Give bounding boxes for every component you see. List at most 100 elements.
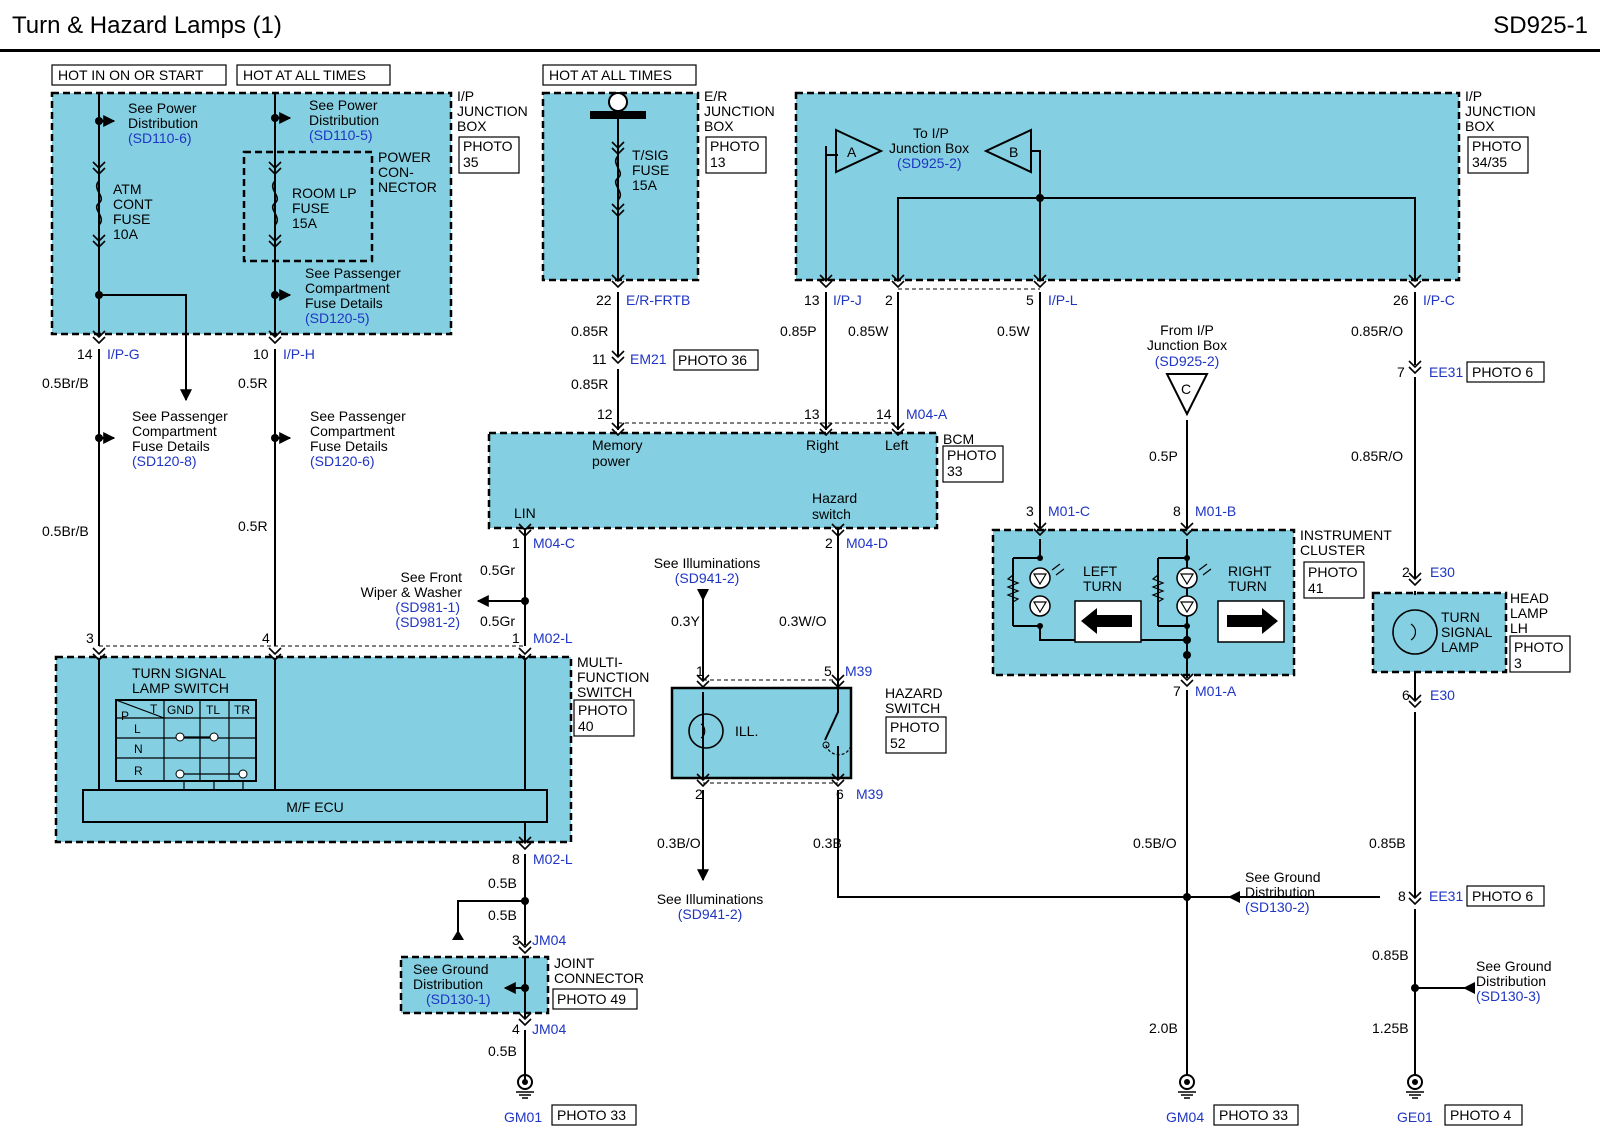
ic-name: CLUSTER [1300,542,1365,558]
gnd-ref-link[interactable]: (SD130-2) [1245,899,1310,915]
pin-label: 1 [512,535,520,551]
wire-label: 0.3B [813,835,842,851]
connector-label: M01-C [1048,503,1090,519]
pin-label: 10 [253,346,269,362]
wire-label: 0.5Gr [480,562,515,578]
pin-label: 12 [597,406,613,422]
wiper-ref-link[interactable]: (SD981-2) [395,614,460,630]
wire-label: 0.85B [1372,947,1409,963]
wire-label: 0.85R [571,376,608,392]
ipjb1-labels: I/P JUNCTION BOX PHOTO 35 See Power Dist… [77,88,528,362]
wire-label: 0.85R/O [1351,448,1403,464]
connector-b-label: B [1009,144,1018,160]
ill-ref: See Illuminations [657,891,764,907]
hl-photo: 3 [1514,655,1522,671]
connector-label: I/P-G [107,346,140,362]
ill-ref-link[interactable]: (SD941-2) [675,570,740,586]
ee31-photo: PHOTO 6 [1472,364,1533,380]
mfs-name: FUNCTION [577,669,649,685]
bcm-lin-label: LIN [514,505,536,521]
ipjb1-name: I/P [457,88,474,104]
from-jb-ref: From I/P Junction Box (SD925-2) C [1147,322,1227,397]
bcm-name: BCM [943,431,974,447]
fuse2-label: FUSE [292,200,329,216]
wire-label: 0.5B [488,1043,517,1059]
to-ipjb-label: Junction Box [889,140,969,156]
connector-label: M39 [845,663,872,679]
tsl-table-cell: GND [167,703,194,717]
ill-ref-link[interactable]: (SD941-2) [678,906,743,922]
gnd-ref-link[interactable]: (SD130-1) [426,991,491,1007]
pass-ref: Fuse Details [305,295,383,311]
erjb-name: E/R [704,88,727,104]
pwr1-ref: See Power [128,100,197,116]
connector-label: M02-L [533,851,573,867]
mfs-photo: 40 [578,718,594,734]
connector-c-label: C [1181,381,1191,397]
pwr2-ref-link[interactable]: (SD110-5) [309,127,373,143]
connector-label: I/P-H [283,346,315,362]
pwr2-ref: Distribution [309,112,379,128]
mfs-labels: MULTI- FUNCTION SWITCH PHOTO 40 TURN SIG… [86,630,649,867]
mfs-name: SWITCH [577,684,632,700]
connector-label: JM04 [532,1021,566,1037]
fuse2-label: 15A [292,215,318,231]
tsl-table-cell: N [134,742,143,756]
wire-label: 1.25B [1372,1020,1409,1036]
connector-label: I/P-J [833,292,862,308]
pcf-ref-link[interactable]: (SD120-6) [310,453,375,469]
pass-ref-link[interactable]: (SD120-5) [305,310,370,326]
connector-label: I/P-C [1423,292,1455,308]
pcf-ref-link[interactable]: (SD120-8) [132,453,197,469]
wire-labels: 0.5Br/B 0.5R 0.5Br/B 0.5R 0.85R 0.85R 0.… [42,323,1409,1059]
wire-label: 0.5B [488,875,517,891]
pin-label: 5 [824,663,832,679]
erjb-photo: PHOTO [710,138,760,154]
gnd-ref: See Ground [413,961,489,977]
pcf-ref: See Passenger [310,408,406,424]
bcm-box [487,431,939,530]
mfs-photo: PHOTO [578,702,628,718]
bcm-photo: 33 [947,463,963,479]
wire-label: 0.85R [571,323,608,339]
fuse1-label: CONT [113,196,153,212]
fromjb-ref-link[interactable]: (SD925-2) [1155,353,1220,369]
pwr1-ref-link[interactable]: (SD110-6) [128,130,192,146]
tsig-fuse-label: T/SIG [632,147,669,163]
hazsw-name: SWITCH [885,700,940,716]
connector-label: E30 [1430,687,1455,703]
pin-label: 14 [876,406,892,422]
pwr2-ref: See Power [309,97,378,113]
hot-all-label-2: HOT AT ALL TIMES [549,67,672,83]
powercon-box [242,150,374,263]
fuse2-label: ROOM LP [292,185,357,201]
connector-label: M01-B [1195,503,1236,519]
bcm-labels: BCM PHOTO 33 Memory power Right Left LIN… [512,406,997,551]
wire-label: 0.5P [1149,448,1178,464]
pass-ref: See Passenger [305,265,401,281]
connector-label: JM04 [532,932,566,948]
bcm-hazard-label: switch [812,506,851,522]
bcm-hazard-label: Hazard [812,490,857,506]
connector-label: M04-D [846,535,888,551]
bcm-right-label: Right [806,437,839,453]
ic-photo: 41 [1308,580,1324,596]
connector-label: I/P-L [1048,292,1078,308]
gnd-ref-link[interactable]: (SD130-3) [1476,988,1541,1004]
wiper-ref-link[interactable]: (SD981-1) [395,599,460,615]
to-ipjb-link[interactable]: (SD925-2) [897,155,962,171]
hl-name: HEAD [1510,590,1549,606]
ipjb1-photo: 35 [463,154,479,170]
tsl-table-cell: TL [206,703,220,717]
wiper-ref: See Front Wiper & Washer (SD981-1) (SD98… [361,569,463,630]
pin-label: 8 [1398,888,1406,904]
connector-label: M04-C [533,535,575,551]
pin-label: 5 [1026,292,1034,308]
tsl-table-cell: L [134,722,141,736]
pin-label: 13 [804,406,820,422]
tsig-fuse-label: 15A [632,177,658,193]
fromjb-ref: From I/P [1160,322,1214,338]
ic-photo: PHOTO [1308,564,1358,580]
wire-label: 2.0B [1149,1020,1178,1036]
diagram-code: SD925-1 [1493,12,1588,39]
